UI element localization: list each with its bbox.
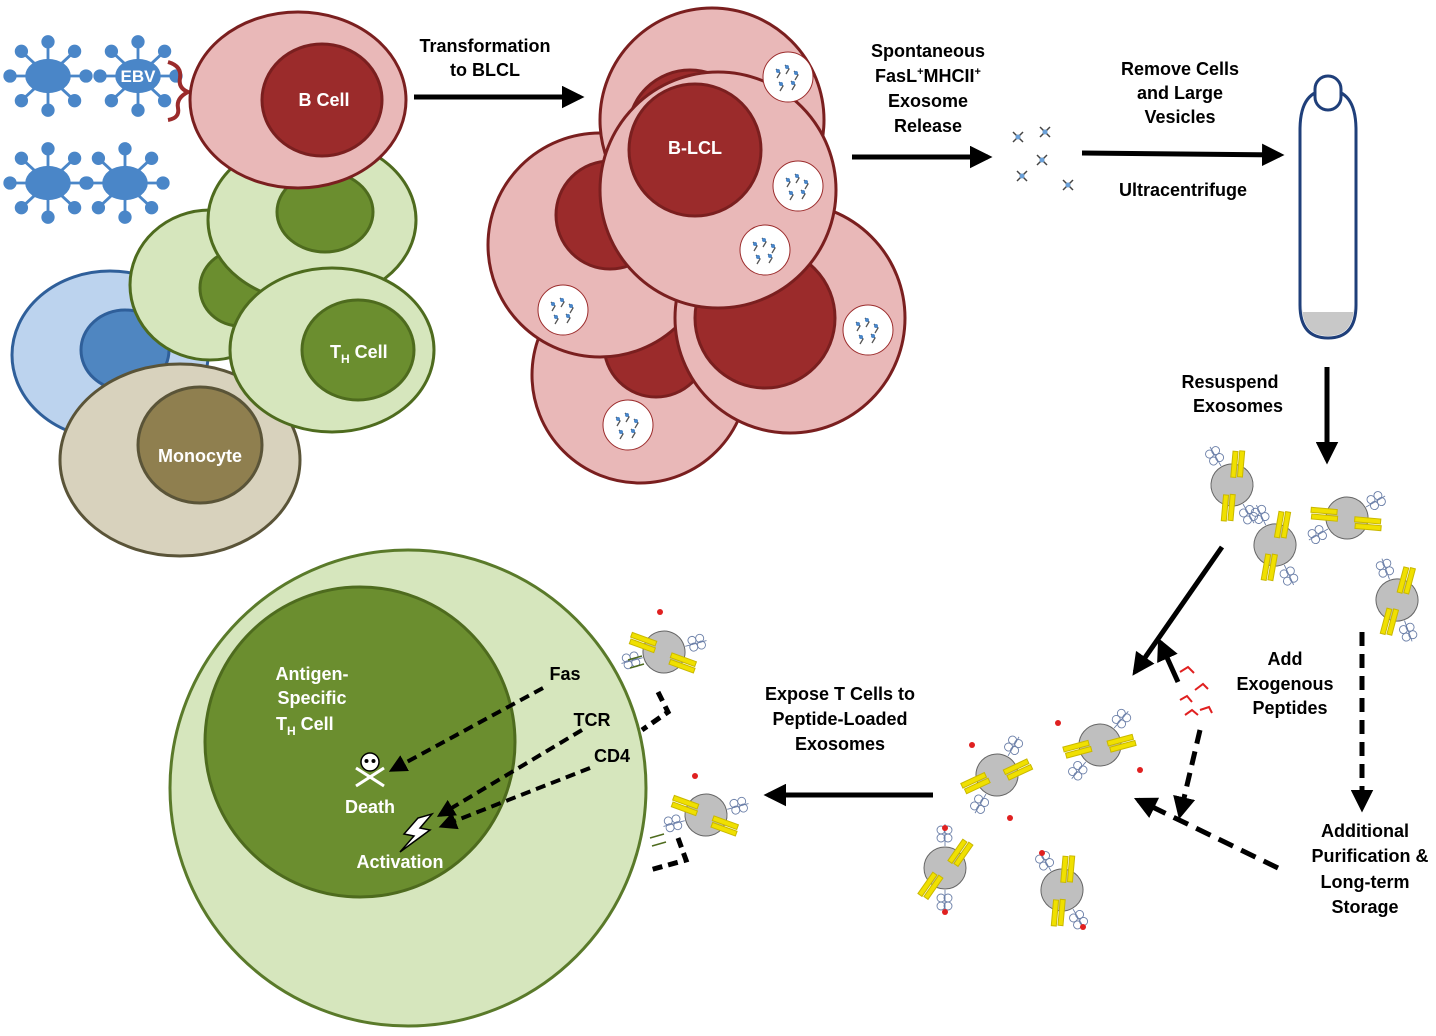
arrow-peptide-down-dashed xyxy=(1173,729,1203,820)
ebv-virion xyxy=(1,140,95,226)
arrow-fas-death-dashed xyxy=(388,686,544,772)
multivesicular-body xyxy=(537,284,589,336)
arrow-return-dashed xyxy=(1133,797,1280,871)
additional-label-line3: Long-term xyxy=(1321,872,1410,892)
remove-label-line3: Vesicles xyxy=(1144,107,1215,127)
monocyte-label: Monocyte xyxy=(158,446,242,466)
remove-label-line2: and Large xyxy=(1137,83,1223,103)
arrow-ultracentrifuge xyxy=(1081,143,1285,167)
transformation-label-line1: Transformation xyxy=(419,36,550,56)
b-cell-label: B Cell xyxy=(298,90,349,110)
resuspended-exosomes xyxy=(1186,432,1436,652)
multivesicular-body xyxy=(772,160,824,212)
arrow-tcr-activation-dashed xyxy=(436,728,584,817)
expose-label-line2: Peptide-Loaded xyxy=(772,709,907,729)
tcr-label: TCR xyxy=(574,710,611,730)
antigen-label-line3: TH Cell xyxy=(276,714,334,738)
ebv-virion xyxy=(1,33,95,119)
multivesicular-body xyxy=(762,51,814,103)
blcl-label: B-LCL xyxy=(668,138,722,158)
add-peptides-label-line3: Peptides xyxy=(1252,698,1327,718)
arrow-cd4-activation-dashed xyxy=(438,766,591,830)
docked-exosome-upper xyxy=(613,609,715,733)
th-cell-front xyxy=(228,266,436,434)
add-peptides-label-line2: Exogenous xyxy=(1236,674,1333,694)
transformation-label-line2: to BLCL xyxy=(450,60,520,80)
docked-exosome-lower xyxy=(649,773,757,873)
additional-label-line2: Purification & xyxy=(1311,846,1428,866)
peptide-loaded-exosomes xyxy=(917,693,1151,943)
expose-label-line1: Expose T Cells to xyxy=(765,684,915,704)
monocyte xyxy=(58,362,302,558)
additional-label-line1: Additional xyxy=(1321,821,1409,841)
resuspend-label-line1: Resuspend xyxy=(1181,372,1278,392)
antigen-label-line2: Specific xyxy=(277,688,346,708)
spontaneous-label-line1: Spontaneous xyxy=(871,41,985,61)
skull-crossbones-icon xyxy=(355,752,385,788)
activation-label: Activation xyxy=(356,852,443,872)
ebv-receptor xyxy=(167,60,193,122)
ebv-label: EBV xyxy=(121,67,157,86)
resuspend-label-line2: Exosomes xyxy=(1193,396,1283,416)
released-exosomes xyxy=(1012,126,1074,191)
multivesicular-body xyxy=(602,399,654,451)
expose-label-line3: Exosomes xyxy=(795,734,885,754)
exogenous-peptides xyxy=(1179,665,1213,716)
multivesicular-body xyxy=(739,224,791,276)
arrow-to-loading xyxy=(1132,545,1225,676)
remove-label-line1: Remove Cells xyxy=(1121,59,1239,79)
fas-label: Fas xyxy=(549,664,580,684)
death-label: Death xyxy=(345,797,395,817)
spontaneous-label-line3: Exosome xyxy=(888,91,968,111)
spontaneous-label-line4: Release xyxy=(894,116,962,136)
lightning-icon xyxy=(399,812,435,853)
antigen-label-line1: Antigen- xyxy=(276,664,349,684)
centrifuge-tube xyxy=(1298,74,1358,340)
spontaneous-label-line2: FasL+MHCII+ xyxy=(875,66,981,86)
additional-label-line4: Storage xyxy=(1331,897,1398,917)
th-cell-label: TH Cell xyxy=(330,342,388,366)
antigen-specific-th-cell xyxy=(168,548,648,1028)
b-cell xyxy=(188,10,408,190)
multivesicular-body xyxy=(842,304,894,356)
ultracentrifuge-label: Ultracentrifuge xyxy=(1119,180,1247,200)
add-peptides-label-line1: Add xyxy=(1268,649,1303,669)
arrow-peptide-in xyxy=(1157,637,1181,684)
cd4-label: CD4 xyxy=(594,746,630,766)
ebv-virion xyxy=(78,140,172,226)
